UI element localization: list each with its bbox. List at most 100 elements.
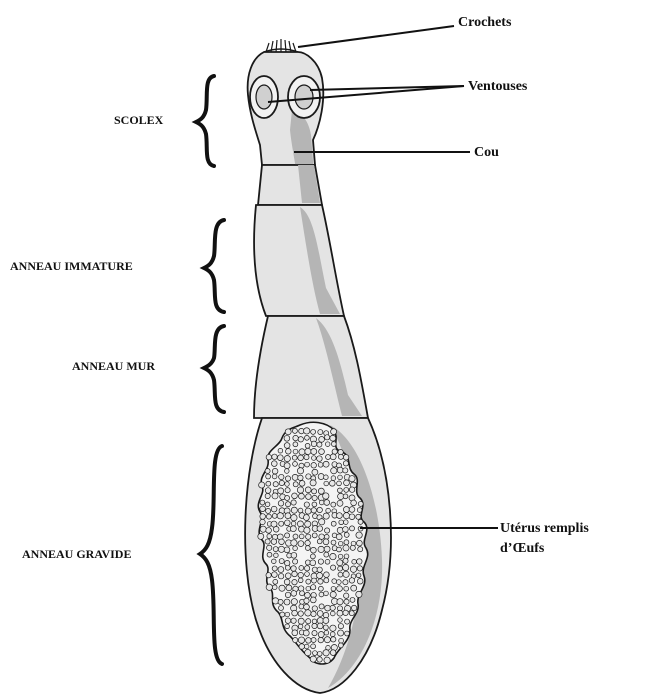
egg [331, 468, 337, 474]
egg [323, 612, 329, 618]
egg [303, 630, 309, 636]
egg [330, 592, 336, 598]
egg [271, 506, 277, 512]
egg [344, 532, 349, 537]
egg [291, 521, 296, 526]
egg [349, 476, 355, 482]
egg [356, 532, 362, 538]
egg [266, 584, 272, 590]
egg [345, 619, 350, 624]
egg [278, 573, 284, 579]
egg [339, 520, 344, 525]
egg [298, 541, 304, 547]
egg [318, 579, 323, 584]
egg [317, 567, 322, 572]
egg [323, 625, 328, 630]
egg [298, 455, 304, 461]
egg [265, 468, 270, 473]
egg [305, 572, 310, 577]
egg [319, 592, 324, 597]
egg [298, 493, 304, 499]
egg [312, 502, 317, 507]
egg [293, 442, 298, 447]
egg [279, 585, 285, 591]
egg [318, 586, 323, 591]
egg [319, 437, 325, 443]
egg [279, 474, 284, 479]
egg [343, 558, 348, 563]
egg [267, 552, 272, 557]
egg [272, 566, 277, 571]
egg [291, 515, 297, 521]
egg [357, 540, 363, 546]
egg [299, 565, 304, 570]
egg [291, 599, 297, 605]
egg [338, 566, 343, 571]
egg [312, 623, 317, 628]
egg [306, 579, 311, 584]
egg [323, 539, 329, 545]
egg [285, 476, 290, 481]
egg [343, 468, 348, 473]
egg [306, 586, 311, 591]
egg [293, 482, 298, 487]
egg [293, 461, 298, 466]
egg [331, 429, 337, 435]
egg [312, 651, 317, 656]
egg [312, 533, 317, 538]
egg [304, 527, 310, 533]
hooks-icon [264, 39, 298, 52]
egg [260, 500, 265, 505]
egg [357, 578, 363, 584]
egg [323, 618, 329, 624]
egg [272, 559, 277, 564]
egg [285, 502, 290, 507]
egg [344, 540, 349, 545]
egg [271, 539, 277, 545]
egg [298, 624, 303, 629]
egg [317, 651, 322, 656]
egg [278, 605, 283, 610]
egg [304, 435, 309, 440]
egg [265, 488, 271, 494]
egg [285, 612, 290, 617]
egg [325, 559, 330, 564]
egg [279, 559, 284, 564]
egg [292, 474, 298, 480]
egg [312, 495, 317, 500]
egg [319, 519, 325, 525]
egg [293, 546, 298, 551]
egg [337, 547, 342, 552]
egg [331, 476, 336, 481]
egg [297, 487, 303, 493]
egg [293, 638, 298, 643]
label-ventouses: Ventouses [468, 79, 528, 94]
egg [345, 631, 350, 636]
egg [285, 565, 290, 570]
egg [312, 567, 317, 572]
egg [324, 534, 329, 539]
egg [356, 514, 361, 519]
egg [285, 482, 290, 487]
egg [343, 527, 349, 533]
egg [317, 456, 323, 462]
label-crochets: Crochets [458, 15, 512, 30]
egg [299, 534, 304, 539]
egg [292, 455, 297, 460]
egg [285, 495, 290, 500]
egg [330, 454, 336, 460]
egg [356, 573, 361, 578]
scolex-brace-icon [196, 76, 214, 166]
sucker-right-icon [288, 76, 320, 118]
egg [298, 437, 303, 442]
egg [305, 508, 311, 514]
egg [317, 611, 323, 617]
egg [291, 540, 297, 546]
egg [292, 428, 297, 433]
egg [304, 598, 309, 603]
egg [330, 435, 336, 441]
egg [338, 572, 343, 577]
egg [312, 619, 317, 624]
egg [343, 580, 348, 585]
egg [338, 454, 343, 459]
